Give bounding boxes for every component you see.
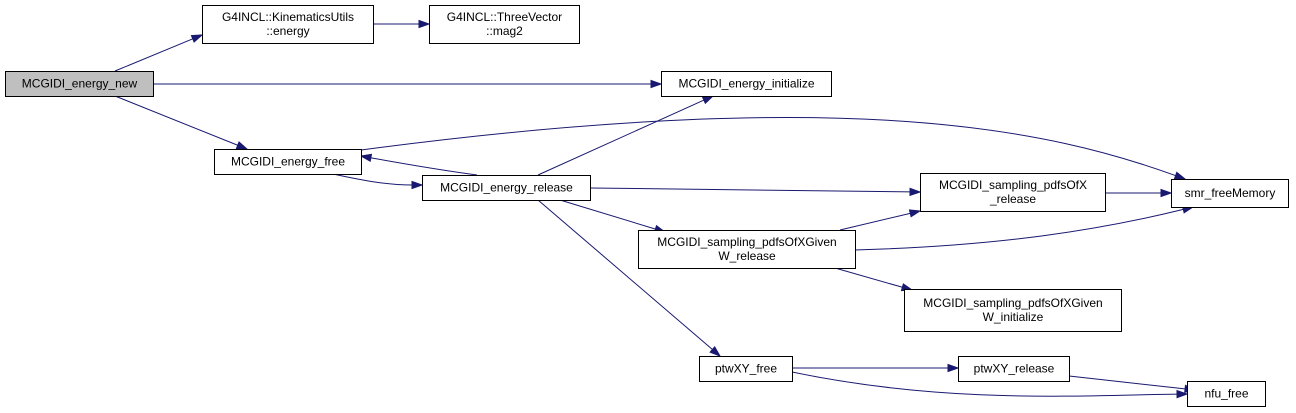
edge-energy_release-to-pdfsOfXGivenW_release xyxy=(559,199,667,233)
node-box[interactable] xyxy=(1171,179,1289,208)
edge-line xyxy=(332,173,414,186)
node-kin-energy[interactable]: G4INCL::KinematicsUtils::energy xyxy=(202,5,374,44)
edge-line xyxy=(834,267,904,289)
node-box[interactable] xyxy=(202,5,374,44)
node-box[interactable] xyxy=(699,356,793,382)
arrowhead xyxy=(709,345,722,357)
edges-layer xyxy=(114,19,1197,399)
edge-line xyxy=(839,212,912,231)
arrowhead xyxy=(909,187,922,197)
arrowhead xyxy=(947,363,960,373)
node-label-line: W_initialize xyxy=(983,310,1044,324)
node-label-line: _release xyxy=(989,192,1036,206)
node-box[interactable] xyxy=(958,356,1070,382)
edge-line xyxy=(369,157,478,176)
edge-ptwXY_free-to-ptwXY_release xyxy=(792,363,960,373)
edge-line xyxy=(114,37,194,72)
edge-pdfsOfXGivenW_release-to-pdfsOfXGivenW_initialize xyxy=(834,267,914,292)
arrowhead xyxy=(359,153,373,163)
edge-ptwXY_release-to-nfu_free xyxy=(1068,375,1197,394)
node-energy-release[interactable]: MCGIDI_energy_release xyxy=(422,175,591,201)
node-box[interactable] xyxy=(661,71,832,97)
edge-line xyxy=(114,95,239,147)
edge-energy_release-to-ptwXY_free xyxy=(537,199,722,357)
node-label-line: G4INCL::ThreeVector xyxy=(447,10,562,24)
edge-line xyxy=(1068,375,1187,390)
node-mag2[interactable]: G4INCL::ThreeVector::mag2 xyxy=(429,5,580,44)
edge-energy_release-to-energy_initialize xyxy=(537,95,715,176)
node-ptwXY-free[interactable]: ptwXY_free xyxy=(699,356,793,382)
edge-line xyxy=(791,371,1179,397)
arrowhead xyxy=(1176,389,1189,399)
node-label-line: MCGIDI_energy_free xyxy=(231,155,345,169)
edge-pdfsOfXGivenW_release-to-pdfsOfX_release xyxy=(839,209,922,231)
node-energy-initialize[interactable]: MCGIDI_energy_initialize xyxy=(661,71,832,97)
node-label-line: G4INCL::KinematicsUtils xyxy=(222,10,354,24)
edge-line xyxy=(854,208,1185,251)
node-box[interactable] xyxy=(214,149,362,175)
arrowhead xyxy=(650,79,663,89)
edge-pdfsOfX_release-to-smr_freeMemory xyxy=(1105,188,1173,198)
edge-energy_new-to-kin_energy xyxy=(114,34,204,72)
edge-energy_release-to-energy_free xyxy=(359,153,478,176)
node-box[interactable] xyxy=(1187,381,1266,407)
arrowhead xyxy=(235,141,249,150)
node-label-line: W_release xyxy=(718,249,776,263)
node-label-line: MCGIDI_sampling_pdfsOfX xyxy=(939,178,1087,192)
node-label-line: ::mag2 xyxy=(486,24,523,38)
edge-line xyxy=(537,99,706,176)
node-label-line: MCGIDI_energy_release xyxy=(440,181,573,195)
node-box[interactable] xyxy=(422,175,591,201)
arrowhead xyxy=(1173,171,1187,180)
arrowhead xyxy=(190,34,204,43)
arrowhead xyxy=(701,95,715,105)
node-label-line: MCGIDI_sampling_pdfsOfXGiven xyxy=(657,235,836,249)
arrowhead xyxy=(418,19,431,29)
edge-energy_free-to-smr_freeMemory xyxy=(360,117,1187,180)
node-nfu-free[interactable]: nfu_free xyxy=(1187,381,1266,407)
node-ptwXY-release[interactable]: ptwXY_release xyxy=(958,356,1070,382)
arrowhead xyxy=(1160,188,1173,198)
arrowhead xyxy=(411,180,424,190)
edge-ptwXY_free-to-nfu_free xyxy=(791,371,1189,399)
arrowhead xyxy=(908,209,922,218)
edge-energy_new-to-energy_initialize xyxy=(153,79,663,89)
node-box[interactable] xyxy=(920,173,1106,212)
edge-energy_release-to-pdfsOfX_release xyxy=(589,187,922,197)
node-label-line: MCGIDI_energy_initialize xyxy=(678,77,814,91)
node-label-line: MCGIDI_energy_new xyxy=(22,77,138,91)
edge-kin_energy-to-mag2 xyxy=(373,19,431,29)
node-label-line: ptwXY_free xyxy=(715,362,777,376)
node-pdfsOfX-release[interactable]: MCGIDI_sampling_pdfsOfX_release xyxy=(920,173,1106,212)
edge-line xyxy=(537,199,714,351)
nodes-layer: MCGIDI_energy_new G4INCL::KinematicsUtils… xyxy=(5,5,1289,407)
edge-energy_new-to-energy_free xyxy=(114,95,249,150)
node-label-line: ::energy xyxy=(266,24,309,38)
node-label-line: ptwXY_release xyxy=(974,362,1055,376)
node-box[interactable] xyxy=(904,289,1122,332)
node-box[interactable] xyxy=(429,5,580,44)
node-box[interactable] xyxy=(638,230,856,269)
node-smr-freeMemory[interactable]: smr_freeMemory xyxy=(1171,179,1289,208)
edge-line xyxy=(559,199,657,230)
node-label-line: smr_freeMemory xyxy=(1185,186,1276,200)
node-label-line: nfu_free xyxy=(1204,387,1248,401)
edge-energy_free-to-energy_release xyxy=(332,173,424,190)
edge-line xyxy=(589,187,912,193)
edge-line xyxy=(360,117,1177,177)
node-box[interactable] xyxy=(5,71,154,97)
node-label-line: MCGIDI_sampling_pdfsOfXGiven xyxy=(923,296,1102,310)
edge-pdfsOfXGivenW_release-to-smr_freeMemory xyxy=(854,205,1195,251)
node-energy-free[interactable]: MCGIDI_energy_free xyxy=(214,149,362,175)
node-energy-new[interactable]: MCGIDI_energy_new xyxy=(5,71,154,97)
